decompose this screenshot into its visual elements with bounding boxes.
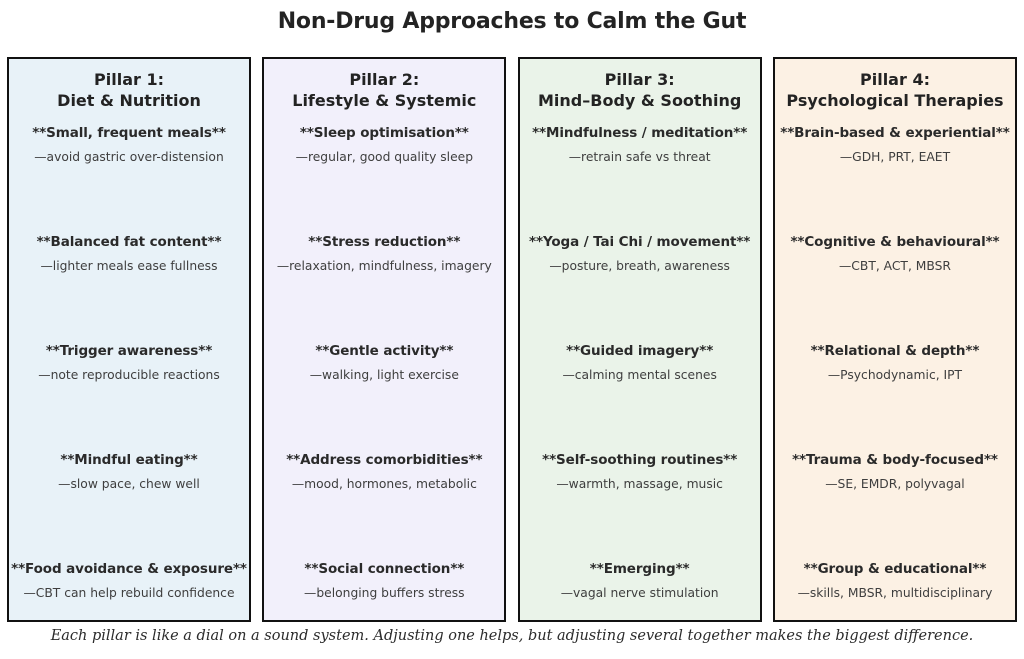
list-item: **Mindfulness / meditation** —retrain sa… <box>520 125 760 166</box>
list-item: **Address comorbidities** —mood, hormone… <box>264 452 504 493</box>
item-title: **Small, frequent meals** <box>32 125 226 142</box>
list-item: **Trigger awareness** —note reproducible… <box>9 343 249 384</box>
item-title: **Group & educational** <box>803 561 987 578</box>
item-subtitle: —Psychodynamic, IPT <box>827 368 963 383</box>
pillar-1-header: Pillar 1: Diet & Nutrition <box>9 69 249 111</box>
item-subtitle: —regular, good quality sleep <box>295 150 474 165</box>
item-subtitle: —warmth, massage, music <box>556 477 723 491</box>
item-title: **Guided imagery** <box>566 343 714 360</box>
item-title: **Relational & depth** <box>810 343 980 360</box>
item-subtitle: —relaxation, mindfulness, imagery <box>276 259 492 274</box>
item-subtitle: —CBT can help rebuild confidence <box>23 585 235 600</box>
list-item: **Small, frequent meals** —avoid gastric… <box>9 125 249 166</box>
item-title: **Cognitive & behavioural** <box>790 234 1000 251</box>
list-item: **Guided imagery** —calming mental scene… <box>520 343 760 384</box>
item-title: **Address comorbidities** <box>286 452 483 469</box>
pillar-column-1: Pillar 1: Diet & Nutrition **Small, freq… <box>7 57 251 622</box>
pillar-3-header-line1: Pillar 3: <box>604 70 675 89</box>
pillar-2-items: **Sleep optimisation** —regular, good qu… <box>264 111 504 620</box>
pillar-1-header-line2: Diet & Nutrition <box>57 91 201 111</box>
list-item: **Social connection** —belonging buffers… <box>264 561 504 602</box>
item-subtitle: —SE, EMDR, polyvagal <box>825 477 965 491</box>
list-item: **Mindful eating** —slow pace, chew well <box>9 452 249 493</box>
pillar-4-header: Pillar 4: Psychological Therapies <box>775 69 1015 111</box>
item-title: **Sleep optimisation** <box>299 125 469 142</box>
item-title: **Stress reduction** <box>308 234 461 251</box>
item-subtitle: —calming mental scenes <box>562 368 717 383</box>
list-item: **Trauma & body-focused** —SE, EMDR, pol… <box>775 452 1015 493</box>
item-subtitle: —posture, breath, awareness <box>549 259 730 274</box>
item-subtitle: —mood, hormones, metabolic <box>291 477 477 491</box>
item-title: **Gentle activity** <box>315 343 454 360</box>
pillar-column-4: Pillar 4: Psychological Therapies **Brai… <box>772 57 1017 622</box>
list-item: **Balanced fat content** —lighter meals … <box>9 234 249 275</box>
list-item: **Self-soothing routines** —warmth, mass… <box>520 452 760 493</box>
item-subtitle: —belonging buffers stress <box>304 585 465 600</box>
item-title: **Mindful eating** <box>60 452 198 469</box>
list-item: **Brain-based & experiential** —GDH, PRT… <box>775 125 1015 166</box>
item-title: **Yoga / Tai Chi / movement** <box>529 234 751 251</box>
page-title: Non-Drug Approaches to Calm the Gut <box>277 9 747 34</box>
list-item: **Gentle activity** —walking, light exer… <box>264 343 504 384</box>
pillar-columns: Pillar 1: Diet & Nutrition **Small, freq… <box>7 57 1017 622</box>
item-subtitle: —note reproducible reactions <box>38 368 220 383</box>
item-subtitle: —skills, MBSR, multidisciplinary <box>797 585 993 600</box>
pillar-2-header: Pillar 2: Lifestyle & Systemic <box>264 69 504 111</box>
pillar-4-header-line1: Pillar 4: <box>860 70 930 89</box>
list-item: **Stress reduction** —relaxation, mindfu… <box>264 234 504 275</box>
list-item: **Emerging** —vagal nerve stimulation <box>520 561 760 602</box>
list-item: **Sleep optimisation** —regular, good qu… <box>264 125 504 166</box>
pillar-3-items: **Mindfulness / meditation** —retrain sa… <box>520 111 760 620</box>
list-item: **Food avoidance & exposure** —CBT can h… <box>9 561 249 602</box>
item-title: **Balanced fat content** <box>36 234 222 251</box>
item-subtitle: —lighter meals ease fullness <box>40 259 218 274</box>
list-item: **Cognitive & behavioural** —CBT, ACT, M… <box>775 234 1015 275</box>
pillar-2-header-line1: Pillar 2: <box>349 70 420 89</box>
figure-caption: Each pillar is like a dial on a sound sy… <box>50 628 974 644</box>
item-title: **Trigger awareness** <box>45 343 213 360</box>
list-item: **Relational & depth** —Psychodynamic, I… <box>775 343 1015 384</box>
pillar-column-3: Pillar 3: Mind–Body & Soothing **Mindful… <box>517 57 762 622</box>
item-title: **Emerging** <box>589 561 690 578</box>
list-item: **Yoga / Tai Chi / movement** —posture, … <box>520 234 760 275</box>
pillar-4-items: **Brain-based & experiential** —GDH, PRT… <box>775 111 1015 620</box>
pillar-4-header-line2: Psychological Therapies <box>786 91 1004 111</box>
pillar-column-2: Pillar 2: Lifestyle & Systemic **Sleep o… <box>262 57 507 622</box>
item-subtitle: —vagal nerve stimulation <box>560 585 719 600</box>
item-subtitle: —slow pace, chew well <box>58 477 200 491</box>
item-title: **Mindfulness / meditation** <box>532 125 748 142</box>
item-title: **Self-soothing routines** <box>542 452 738 469</box>
item-title: **Brain-based & experiential** <box>780 125 1010 142</box>
item-subtitle: —walking, light exercise <box>309 368 459 383</box>
pillar-1-header-line1: Pillar 1: <box>94 70 164 89</box>
item-subtitle: —GDH, PRT, EAET <box>839 150 951 165</box>
item-title: **Trauma & body-focused** <box>792 452 998 469</box>
pillar-1-items: **Small, frequent meals** —avoid gastric… <box>9 111 249 620</box>
list-item: **Group & educational** —skills, MBSR, m… <box>775 561 1015 602</box>
item-title: **Social connection** <box>304 561 465 578</box>
pillar-3-header-line2: Mind–Body & Soothing <box>538 91 742 111</box>
item-subtitle: —avoid gastric over-distension <box>34 150 224 165</box>
pillar-2-header-line2: Lifestyle & Systemic <box>292 91 477 111</box>
pillar-3-header: Pillar 3: Mind–Body & Soothing <box>520 69 760 111</box>
item-title: **Food avoidance & exposure** <box>11 561 247 578</box>
item-subtitle: —CBT, ACT, MBSR <box>839 259 951 274</box>
item-subtitle: —retrain safe vs threat <box>568 150 711 165</box>
